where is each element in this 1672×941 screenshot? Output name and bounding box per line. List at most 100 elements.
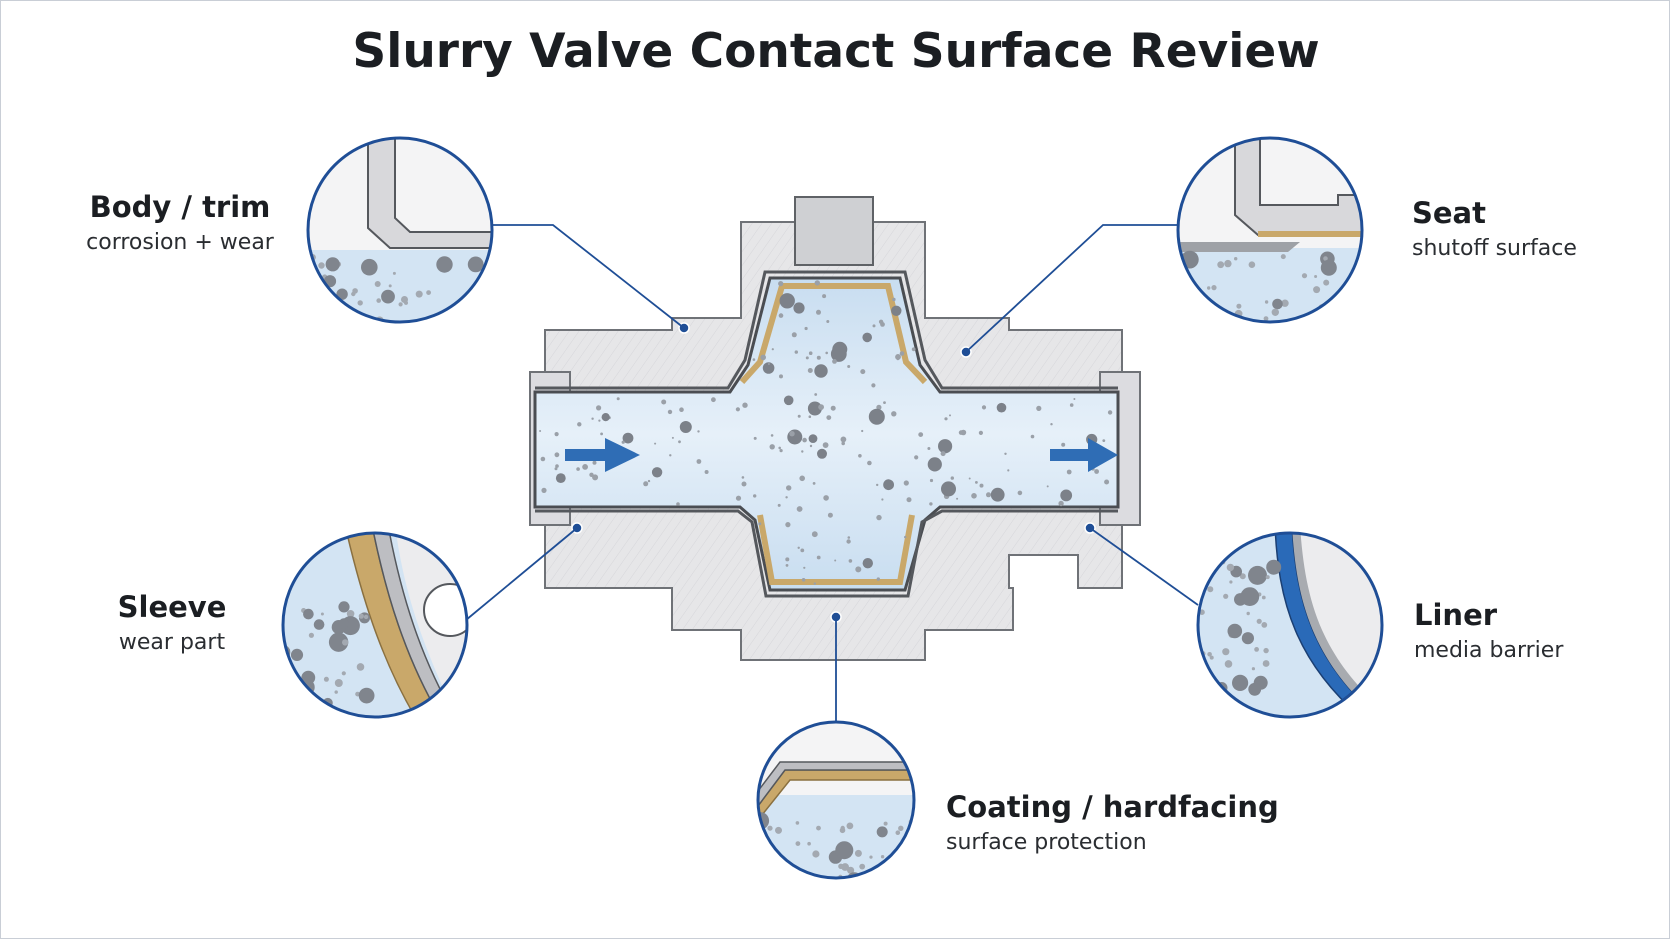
slurry-particle (929, 502, 933, 506)
slurry-particle (832, 359, 837, 364)
slurry-particle (848, 559, 853, 563)
slurry-particle (1069, 403, 1074, 407)
slurry-particle (883, 479, 894, 491)
slurry-particle (825, 351, 828, 355)
detail-liner (1196, 531, 1384, 719)
slurry-particle (929, 478, 934, 483)
slurry-particle (1248, 565, 1267, 585)
slurry-particle (797, 414, 801, 418)
slurry-particle (778, 313, 784, 318)
slurry-particle (283, 666, 287, 671)
slurry-particle (555, 473, 566, 483)
slurry-particle (697, 430, 700, 433)
slurry-particle (816, 355, 821, 360)
slurry-particle (1236, 303, 1242, 309)
inner-liner-bottom (535, 509, 1118, 598)
slurry-particle (752, 358, 756, 361)
slurry-particle (862, 558, 873, 569)
slurry-particle (474, 302, 492, 322)
slurry-particle (986, 492, 991, 498)
slurry-particle (785, 564, 789, 567)
slurry-particle (1326, 315, 1331, 319)
detail-ring-sleeve (281, 531, 469, 719)
label-liner-heading: Liner (1414, 598, 1498, 632)
slurry-particle (818, 404, 824, 410)
slurry-particle (869, 855, 873, 859)
slurry-particle (735, 407, 741, 412)
slurry-particle (1232, 674, 1249, 692)
slurry-particle (1264, 300, 1269, 304)
slurry-particle (1224, 660, 1233, 668)
slurry-particle (1263, 316, 1269, 321)
slurry-particle (426, 290, 431, 295)
valve-body (529, 196, 1141, 661)
slurry-particle (855, 566, 862, 573)
slurry-particle (1263, 647, 1269, 654)
leader-seat (965, 224, 1178, 353)
slurry-particle (782, 866, 789, 873)
slurry-particle (773, 860, 781, 868)
slurry-particle (1198, 580, 1204, 588)
slurry-particle (541, 487, 547, 493)
slurry-particle (334, 690, 338, 694)
slurry-particle (862, 332, 872, 343)
slurry-particle (771, 348, 774, 351)
slurry-particle (796, 506, 803, 512)
slurry-particle (938, 439, 953, 454)
slurry-particle (1104, 479, 1110, 485)
slurry-particle (809, 444, 813, 448)
slurry-particle (838, 863, 844, 869)
slurry-particle (336, 288, 348, 300)
slurry-particle (1224, 259, 1232, 268)
slurry-particle (592, 460, 597, 465)
slurry-particle (1227, 623, 1243, 639)
inner-liner-top (535, 270, 1118, 390)
slurry-particle (822, 442, 829, 448)
slurry-particle (1248, 261, 1256, 269)
slurry-particle (540, 456, 546, 462)
slurry-particle (735, 495, 742, 501)
slurry-particle (883, 401, 886, 404)
slurry-particle (1183, 324, 1191, 332)
slurry-particle (661, 399, 667, 405)
slurry-particle (1050, 423, 1053, 426)
slurry-particle (800, 548, 805, 553)
slurry-particle (1060, 489, 1073, 502)
slurry-particle (308, 317, 309, 322)
slurry-particle (679, 421, 692, 433)
slurry-particle (696, 459, 702, 464)
slurry-particle (651, 467, 663, 478)
slurry-particle (911, 347, 916, 352)
detail-ring-body-trim (306, 136, 494, 324)
slurry-particle (1239, 573, 1246, 580)
slurry-particle (905, 869, 912, 876)
slurry-particle (303, 608, 314, 620)
slurry-particle (904, 535, 907, 539)
slurry-particle (846, 822, 854, 830)
slurry-particle (338, 618, 349, 629)
slurry-particle (769, 444, 775, 450)
slurry-particle (876, 404, 882, 410)
slurry-particle (767, 363, 770, 365)
slurry-particle (753, 436, 757, 440)
slurry-particle (358, 613, 364, 619)
slurry-particle (589, 472, 594, 477)
slurry-particle (1261, 595, 1266, 600)
slurry-particle (643, 481, 649, 487)
slurry-particle (808, 434, 818, 443)
slurry-particle (1223, 593, 1229, 599)
slurry-particle (344, 315, 349, 321)
slurry-particle (601, 413, 610, 422)
slurry-particle (358, 687, 375, 704)
slurry-particle (484, 293, 491, 299)
slurry-particle (814, 393, 818, 396)
slurry-particle (454, 323, 458, 327)
slurry-particle (341, 671, 346, 676)
slurry-particle (797, 546, 800, 549)
slurry-particle (554, 452, 560, 458)
slurry-particle (835, 841, 854, 860)
slurry-particle (898, 825, 904, 831)
slurry-particle (807, 841, 811, 846)
slurry-particle (388, 332, 392, 336)
slurry-particle (318, 262, 325, 269)
